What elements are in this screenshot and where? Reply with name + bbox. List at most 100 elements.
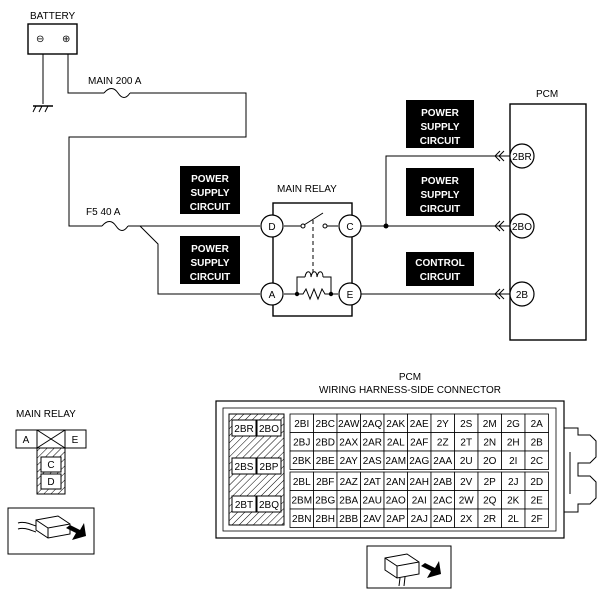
- f5-fuse-label: F5 40 A: [86, 207, 121, 218]
- pcm-pin-label: 2AI: [412, 496, 427, 507]
- pcm-pin-label: 2AW: [338, 419, 360, 430]
- pcm-pin-label: 2M: [483, 419, 497, 430]
- pcm-pin-label: 2AY: [340, 456, 358, 467]
- pcm-left-pin-label: 2BP: [260, 462, 279, 473]
- pcm-pin-label: 2AP: [386, 514, 405, 525]
- wire-to-terminal-a: [128, 225, 260, 295]
- svg-text:SUPPLY: SUPPLY: [420, 190, 459, 201]
- svg-text:A: A: [269, 290, 276, 301]
- pcm-left-pin-label: 2BQ: [259, 500, 279, 511]
- pcm-pin-label: 2A: [531, 419, 544, 430]
- power-supply-box-4: POWER SUPPLY CIRCUIT: [406, 168, 474, 216]
- pcm-connector-subtitle: WIRING HARNESS-SIDE CONNECTOR: [319, 385, 501, 396]
- pcm-pin-label: 2AU: [363, 496, 382, 507]
- svg-text:E: E: [72, 435, 79, 446]
- pcm-pin-label: 2AS: [363, 456, 382, 467]
- pcm-left-pin-label: 2BT: [235, 500, 253, 511]
- svg-text:CIRCUIT: CIRCUIT: [420, 272, 461, 283]
- pcm-label: PCM: [536, 89, 558, 100]
- pcm-pin-label: 2E: [531, 496, 544, 507]
- pcm-pin-label: 2O: [483, 456, 497, 467]
- pcm-pin-cell: [524, 450, 549, 470]
- pcm-pin-label: 2AC: [433, 496, 452, 507]
- pcm-pin-label: 2AB: [433, 477, 452, 488]
- svg-text:CONTROL: CONTROL: [415, 258, 464, 269]
- power-supply-box-2: POWER SUPPLY CIRCUIT: [180, 236, 240, 284]
- relay-terminal-c: C: [338, 214, 362, 238]
- svg-text:SUPPLY: SUPPLY: [190, 258, 229, 269]
- svg-text:C: C: [346, 222, 353, 233]
- svg-text:SUPPLY: SUPPLY: [420, 122, 459, 133]
- pcm-pin-label: 2AF: [410, 438, 428, 449]
- relay-terminal-a: A: [260, 282, 284, 306]
- pcm-pin-label: 2BB: [339, 514, 358, 525]
- pcm-pin-label: 2BE: [316, 456, 335, 467]
- pcm-pin-label: 2AH: [410, 477, 429, 488]
- pcm-pin-label: 2AK: [386, 419, 405, 430]
- pcm-pin-label: 2S: [460, 419, 473, 430]
- pcm-pin-label: 2BF: [316, 477, 334, 488]
- connector-chevron-icon: [494, 150, 505, 300]
- pcm-pin-label: 2BL: [293, 477, 311, 488]
- pcm-pin-label: 2AE: [410, 419, 429, 430]
- main-fuse-icon: [103, 88, 131, 98]
- relay-terminal-e: E: [338, 282, 362, 306]
- pcm-left-pin: [256, 457, 282, 475]
- pcm-left-pin: [231, 419, 257, 437]
- relay-connector-plug-icon: [7, 507, 95, 555]
- svg-text:A: A: [23, 435, 30, 446]
- svg-text:CIRCUIT: CIRCUIT: [190, 202, 231, 213]
- pcm-pin-label: 2G: [507, 419, 521, 430]
- pcm-pin-label: 2AG: [409, 456, 429, 467]
- relay-connector-title: MAIN RELAY: [16, 409, 76, 420]
- pcm-pin-label: 2BA: [339, 496, 358, 507]
- svg-text:CIRCUIT: CIRCUIT: [420, 136, 461, 147]
- pcm-pin-label: 2L: [508, 514, 520, 525]
- pcm-pin-label: 2H: [507, 438, 520, 449]
- svg-text:D: D: [47, 477, 54, 488]
- pcm-pin-label: 2AZ: [340, 477, 358, 488]
- pcm-pin-label: 2R: [483, 514, 496, 525]
- pcm-left-pin-label: 2BS: [235, 462, 254, 473]
- svg-text:C: C: [47, 460, 54, 471]
- main-feed-wire: [68, 92, 247, 227]
- battery-symbol: [27, 23, 78, 55]
- battery-positive-wire: [67, 54, 104, 94]
- pcm-pin-label: 2N: [483, 438, 496, 449]
- pcm-pin-label: 2P: [484, 477, 497, 488]
- battery-negative: ⊖: [36, 34, 44, 45]
- pcm-pin-label: 2AX: [339, 438, 358, 449]
- pcm-connector-latch: [564, 427, 597, 513]
- svg-text:POWER: POWER: [421, 108, 460, 119]
- pcm-pin-cell: [524, 508, 549, 528]
- pcm-pin-label: 2C: [530, 456, 543, 467]
- pcm-left-pin: [231, 457, 257, 475]
- pcm-pin-label: 2B: [531, 438, 544, 449]
- pcm-pin-label: 2Q: [483, 496, 497, 507]
- pcm-pin-label: 2AM: [385, 456, 406, 467]
- pcm-connector-inner: [222, 407, 557, 532]
- pcm-pin-label: 2K: [507, 496, 520, 507]
- relay-switch-contact: [303, 212, 324, 226]
- pcm-pin-label: 2X: [460, 514, 473, 525]
- pcm-pin-label: 2V: [460, 477, 473, 488]
- pcm-pin-label: 2AJ: [411, 514, 428, 525]
- wire-c-to-2br: [385, 155, 510, 226]
- pcm-left-pin: [256, 495, 282, 513]
- pcm-terminal-2bo: 2BO: [509, 213, 535, 239]
- main-relay-label: MAIN RELAY: [277, 184, 337, 195]
- svg-text:POWER: POWER: [421, 176, 460, 187]
- pcm-pin-label: 2U: [460, 456, 473, 467]
- relay-resistor-icon: [297, 287, 331, 301]
- relay-coil-icon: [304, 271, 324, 278]
- svg-text:POWER: POWER: [191, 244, 230, 255]
- svg-text:2BR: 2BR: [512, 152, 531, 163]
- pcm-pin-label: 2AL: [387, 438, 405, 449]
- pcm-pin-label: 2BD: [316, 438, 335, 449]
- pcm-pin-label: 2AA: [433, 456, 452, 467]
- power-supply-box-3: POWER SUPPLY CIRCUIT: [406, 100, 474, 148]
- svg-text:SUPPLY: SUPPLY: [190, 188, 229, 199]
